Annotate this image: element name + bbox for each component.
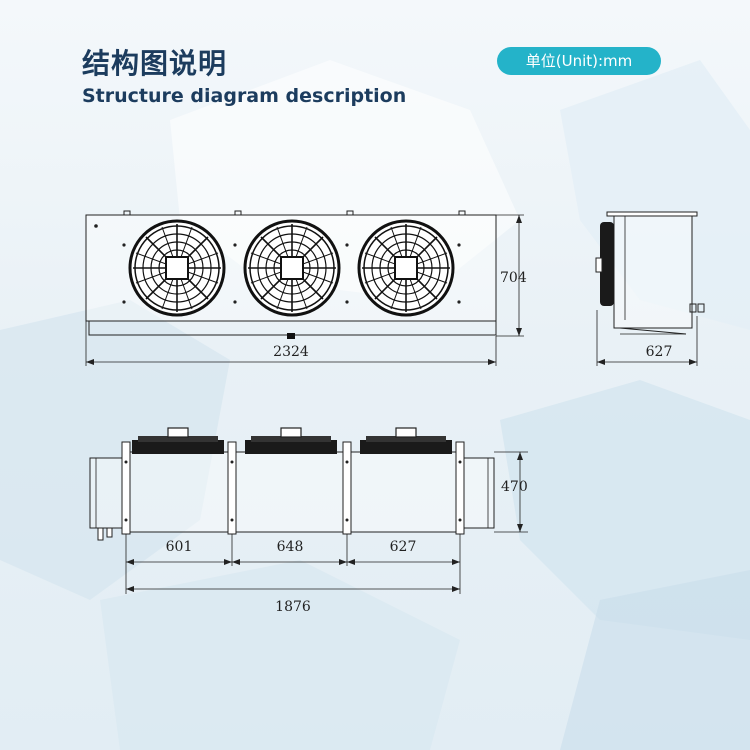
- top-overall-label: 1876: [275, 599, 311, 615]
- fan-3: [357, 219, 455, 317]
- front-view: 2324 704: [85, 210, 527, 366]
- side-depth-label: 627: [646, 344, 673, 360]
- page-title-en: Structure diagram description: [82, 85, 407, 107]
- fan-spacing-3-label: 627: [390, 539, 417, 555]
- front-height-label: 704: [500, 270, 527, 286]
- fan-spacing-1-label: 601: [166, 539, 193, 555]
- front-width-label: 2324: [273, 344, 309, 360]
- fan-1: [128, 219, 226, 317]
- side-view: 627: [595, 211, 705, 366]
- fan-2: [243, 219, 341, 317]
- unit-badge: 单位(Unit):mm: [497, 47, 661, 75]
- top-height-label: 470: [501, 479, 528, 495]
- page-title-zh: 结构图说明: [82, 47, 228, 80]
- top-view: 470 601 648 627 1876: [89, 427, 528, 615]
- fan-spacing-2-label: 648: [277, 539, 304, 555]
